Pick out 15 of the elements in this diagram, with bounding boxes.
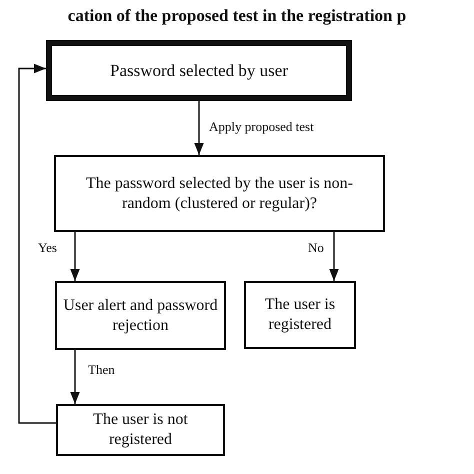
edge-label: No <box>308 240 324 256</box>
edge-label: Then <box>88 362 115 378</box>
arrow <box>70 232 80 281</box>
arrow <box>18 64 56 424</box>
edge-label: Yes <box>38 240 57 256</box>
arrow <box>329 232 339 281</box>
process-box: The user is registered <box>244 281 356 349</box>
decision-box: The password selected by the user is non-random (clustered or regular)? <box>54 155 385 232</box>
edge-label: Apply proposed test <box>209 119 314 135</box>
process-box: Password selected by user <box>46 40 352 101</box>
title: cation of the proposed test in the registration p <box>66 6 408 26</box>
arrow <box>70 350 80 404</box>
arrow <box>194 101 204 155</box>
process-box: User alert and password rejection <box>55 281 226 350</box>
process-box: The user is not registered <box>56 404 225 456</box>
